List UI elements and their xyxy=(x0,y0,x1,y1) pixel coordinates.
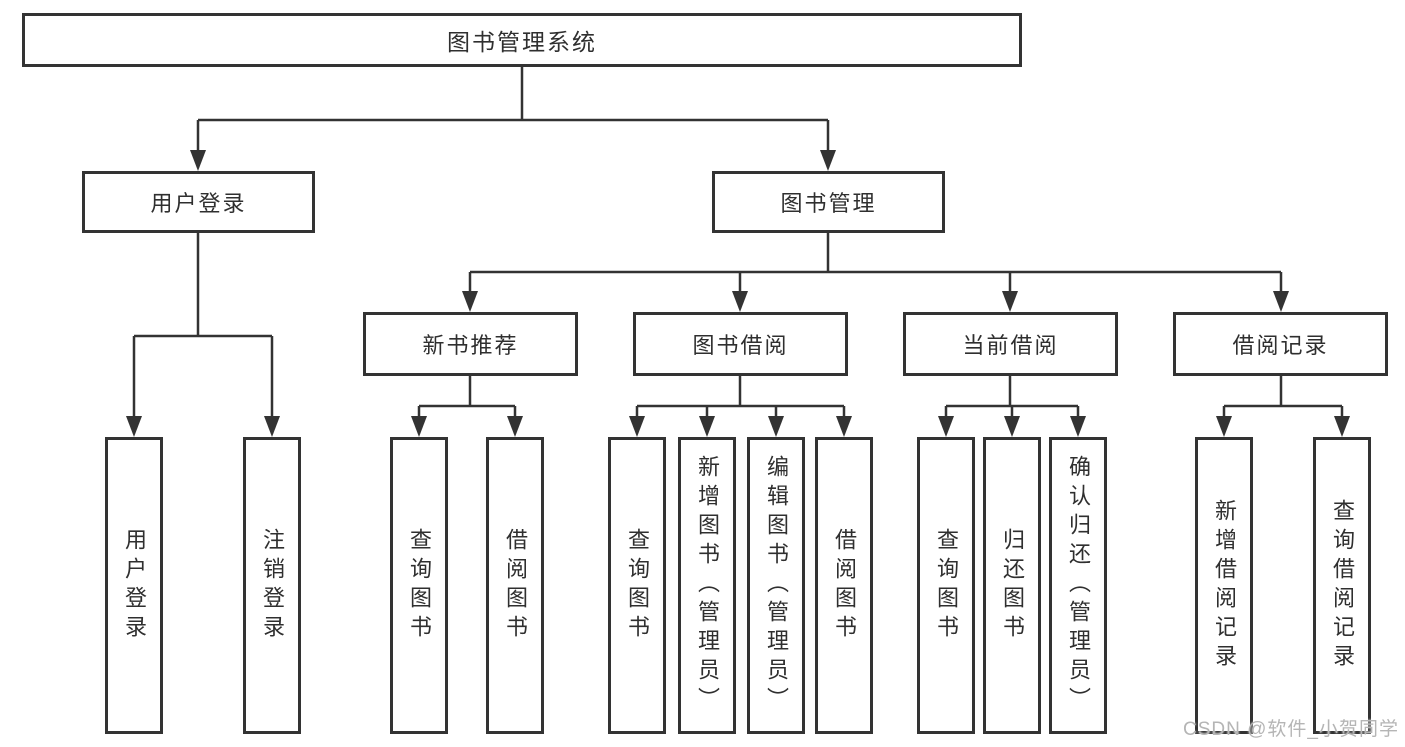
node-current-borrow: 当前借阅 xyxy=(903,312,1118,376)
leaf-edit-books-admin: 编辑图书（管理员） xyxy=(747,437,805,734)
node-borrow-record: 借阅记录 xyxy=(1173,312,1388,376)
leaf-label: 查询图书 xyxy=(407,527,432,644)
leaf-label: 查询图书 xyxy=(625,527,650,644)
leaf-borrow-books-recommend: 借阅图书 xyxy=(486,437,544,734)
leaf-return-books: 归还图书 xyxy=(983,437,1041,734)
leaf-query-books-recommend: 查询图书 xyxy=(390,437,448,734)
leaf-label: 查询借阅记录 xyxy=(1330,498,1355,673)
leaf-add-books-admin: 新增图书（管理员） xyxy=(678,437,736,734)
node-library-management-system: 图书管理系统 xyxy=(22,13,1022,67)
node-label: 图书管理 xyxy=(780,191,877,216)
leaf-label: 归还图书 xyxy=(1000,527,1025,644)
node-user-login: 用户登录 xyxy=(82,171,315,233)
leaf-label: 编辑图书（管理员） xyxy=(764,455,789,716)
csdn-watermark: CSDN @软件_小贺同学 xyxy=(1183,719,1399,740)
leaf-borrow-books: 借阅图书 xyxy=(815,437,873,734)
leaf-label: 查询图书 xyxy=(934,527,959,644)
node-label: 图书管理系统 xyxy=(447,29,597,55)
node-label: 图书借阅 xyxy=(692,333,789,358)
node-book-management: 图书管理 xyxy=(712,171,945,233)
leaf-label: 新增图书（管理员） xyxy=(695,455,720,716)
node-label: 借阅记录 xyxy=(1232,333,1329,358)
leaf-label: 新增借阅记录 xyxy=(1212,498,1237,673)
node-label: 新书推荐 xyxy=(422,333,519,358)
leaf-user-login: 用户登录 xyxy=(105,437,163,734)
leaf-label: 借阅图书 xyxy=(503,527,528,644)
leaf-label: 用户登录 xyxy=(122,527,147,644)
leaf-label: 注销登录 xyxy=(260,527,285,644)
node-label: 用户登录 xyxy=(150,191,247,216)
leaf-query-borrow-record: 查询借阅记录 xyxy=(1313,437,1371,734)
leaf-label: 确认归还（管理员） xyxy=(1066,455,1091,716)
leaf-query-books-borrow: 查询图书 xyxy=(608,437,666,734)
node-new-book-recommend: 新书推荐 xyxy=(363,312,578,376)
leaf-confirm-return-admin: 确认归还（管理员） xyxy=(1049,437,1107,734)
leaf-add-borrow-record: 新增借阅记录 xyxy=(1195,437,1253,734)
node-label: 当前借阅 xyxy=(962,333,1059,358)
leaf-query-books-current: 查询图书 xyxy=(917,437,975,734)
leaf-label: 借阅图书 xyxy=(832,527,857,644)
node-book-borrow: 图书借阅 xyxy=(633,312,848,376)
leaf-logout: 注销登录 xyxy=(243,437,301,734)
